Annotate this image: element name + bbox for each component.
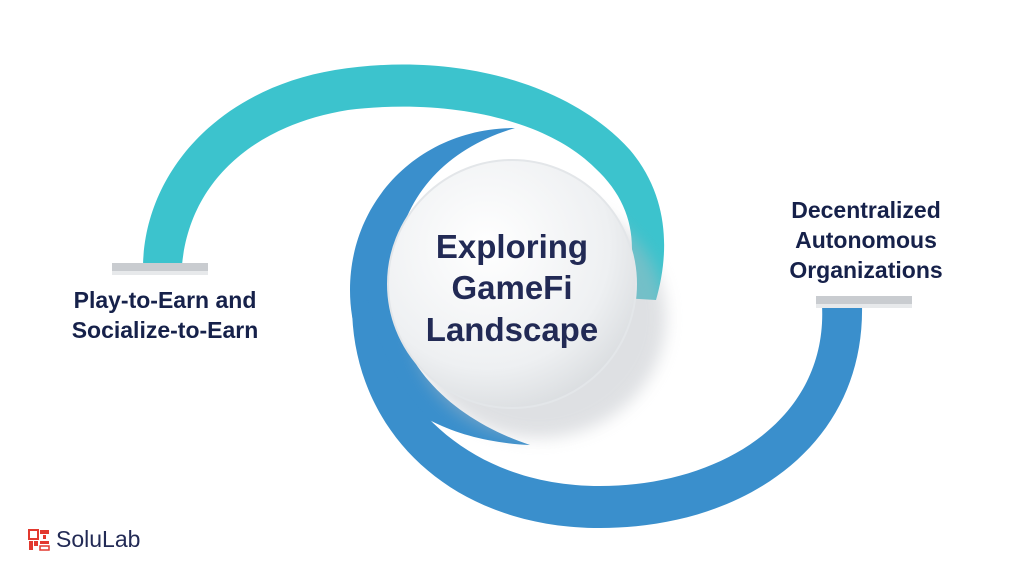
blue-lower-arc bbox=[352, 300, 863, 528]
center-title: Exploring GameFi Landscape bbox=[402, 226, 622, 350]
blue-inner-arc bbox=[350, 128, 530, 445]
solulab-logo-icon bbox=[28, 528, 50, 551]
center-disc bbox=[388, 160, 636, 408]
item-label-line: Organizations bbox=[789, 256, 943, 283]
center-title-line: Landscape bbox=[425, 310, 599, 348]
item-label-play-to-earn: Play-to-Earn and Socialize-to-Earn bbox=[40, 286, 290, 346]
right-shelf-shadow bbox=[816, 304, 912, 308]
brand-name: SoluLab bbox=[56, 526, 141, 552]
center-disc-rim bbox=[387, 159, 637, 409]
brand: SoluLab bbox=[28, 526, 140, 553]
item-label-line: Decentralized bbox=[791, 197, 941, 223]
item-label-line: Socialize-to-Earn bbox=[71, 316, 259, 343]
teal-arc bbox=[143, 64, 665, 301]
left-shelf bbox=[112, 263, 208, 272]
item-label-line: Play-to-Earn and bbox=[73, 287, 257, 313]
left-shelf-shadow bbox=[112, 271, 208, 275]
center-title-line: Exploring bbox=[435, 228, 589, 265]
item-label-dao: Decentralized Autonomous Organizations bbox=[762, 196, 970, 286]
center-title-line: GameFi bbox=[451, 269, 573, 307]
right-shelf bbox=[816, 296, 912, 305]
item-label-line: Autonomous bbox=[795, 226, 937, 253]
